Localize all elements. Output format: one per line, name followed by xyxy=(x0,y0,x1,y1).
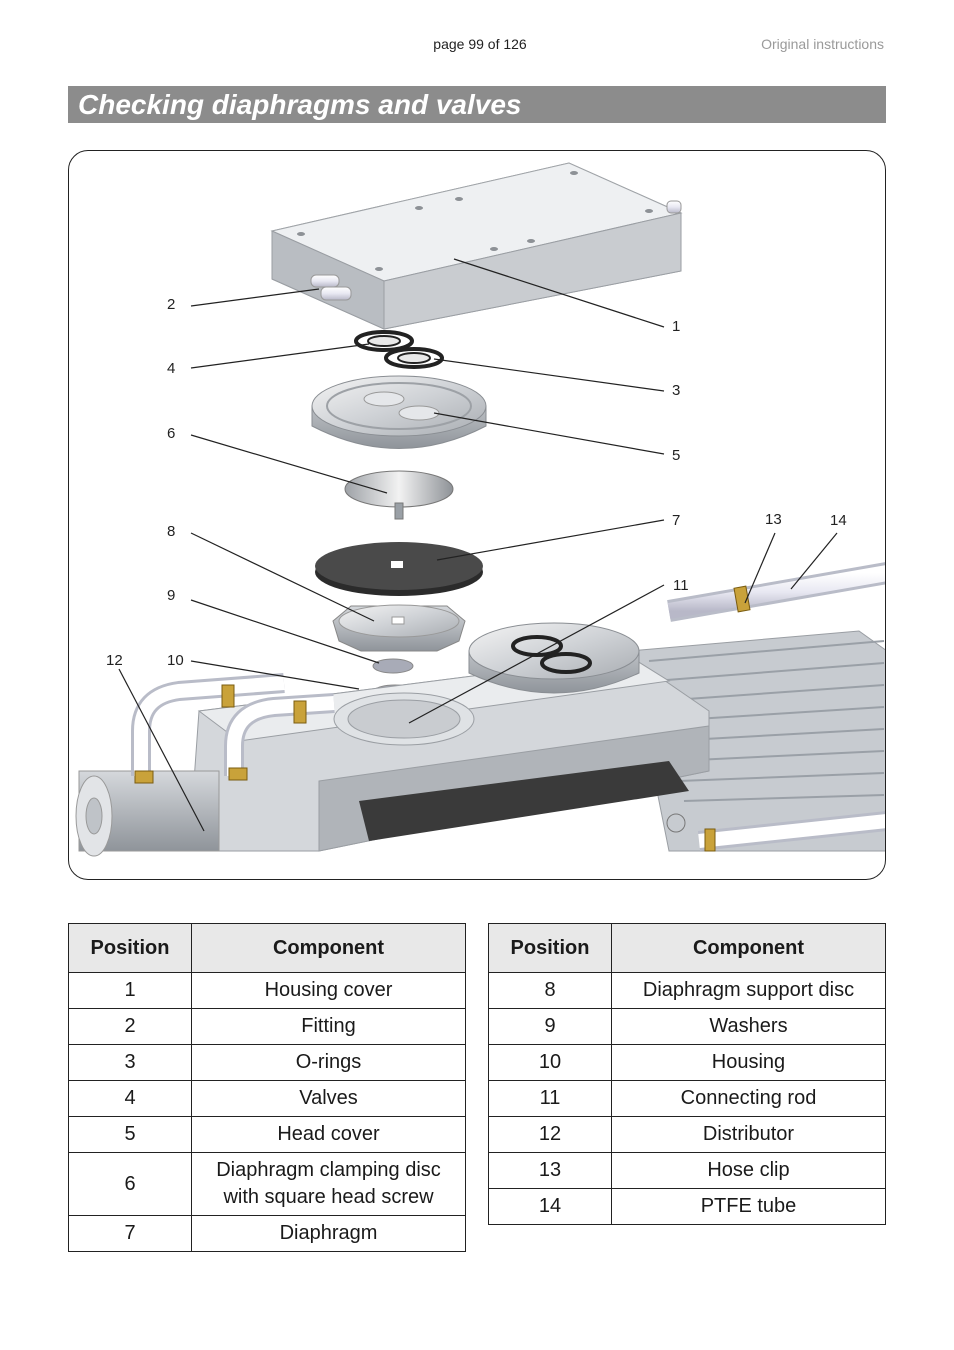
callout-7: 7 xyxy=(672,512,680,529)
position-cell: 9 xyxy=(488,1008,612,1045)
callout-8: 8 xyxy=(167,523,175,540)
callout-9: 9 xyxy=(167,587,175,604)
callout-3: 3 xyxy=(672,382,680,399)
section-title: Checking diaphragms and valves xyxy=(78,89,522,120)
component-header: Component xyxy=(191,923,466,973)
table-header-row: Position Component xyxy=(68,923,466,973)
position-cell: 13 xyxy=(488,1152,612,1189)
component-cell: Washers xyxy=(611,1008,886,1045)
head-cover-part xyxy=(311,375,487,449)
callout-10: 10 xyxy=(167,652,184,669)
component-cell: Diaphragm clamping disc with square head… xyxy=(191,1152,466,1216)
component-cell: Head cover xyxy=(191,1116,466,1153)
pump-body-part xyxy=(75,562,885,857)
page-number: page 99 of 126 xyxy=(433,36,527,52)
housing-cover-part xyxy=(270,162,683,330)
position-cell: 10 xyxy=(488,1044,612,1081)
position-cell: 6 xyxy=(68,1152,192,1216)
callout-5: 5 xyxy=(672,447,680,464)
position-cell: 14 xyxy=(488,1188,612,1225)
document-note: Original instructions xyxy=(761,36,884,52)
component-cell: Connecting rod xyxy=(611,1080,886,1117)
component-cell: Diaphragm xyxy=(191,1215,466,1252)
position-cell: 2 xyxy=(68,1008,192,1045)
clamping-disc-part xyxy=(344,470,454,520)
position-header: Position xyxy=(68,923,192,973)
table-header-row: Position Component xyxy=(488,923,886,973)
position-cell: 8 xyxy=(488,972,612,1009)
position-cell: 11 xyxy=(488,1080,612,1117)
position-cell: 4 xyxy=(68,1080,192,1117)
callout-4: 4 xyxy=(167,360,175,377)
callout-2: 2 xyxy=(167,296,175,313)
diaphragm-part xyxy=(315,542,483,596)
support-disc-part xyxy=(332,604,466,652)
component-header: Component xyxy=(611,923,886,973)
exploded-view-illustration: 1 2 3 4 5 6 7 8 9 10 11 12 13 14 xyxy=(75,162,885,857)
valves-and-orings-part xyxy=(354,330,444,369)
component-cell: Distributor xyxy=(611,1116,886,1153)
leader-lines xyxy=(118,258,838,832)
position-cell: 5 xyxy=(68,1116,192,1153)
callout-13: 13 xyxy=(765,511,782,528)
position-cell: 3 xyxy=(68,1044,192,1081)
callout-1: 1 xyxy=(672,318,680,335)
callout-12: 12 xyxy=(106,652,123,669)
component-cell: Housing cover xyxy=(191,972,466,1009)
component-cell: Valves xyxy=(191,1080,466,1117)
section-title-bar: Checking diaphragms and valves xyxy=(68,86,886,123)
component-cell: Diaphragm support disc xyxy=(611,972,886,1009)
position-cell: 7 xyxy=(68,1215,192,1252)
callout-14: 14 xyxy=(830,512,847,529)
component-cell: Fitting xyxy=(191,1008,466,1045)
component-cell: Hose clip xyxy=(611,1152,886,1189)
position-header: Position xyxy=(488,923,612,973)
callout-11: 11 xyxy=(673,577,689,594)
position-cell: 12 xyxy=(488,1116,612,1153)
component-cell: PTFE tube xyxy=(611,1188,886,1225)
component-cell: O-rings xyxy=(191,1044,466,1081)
callout-6: 6 xyxy=(167,425,175,442)
exploded-view-figure: 1 2 3 4 5 6 7 8 9 10 11 12 13 14 xyxy=(68,150,886,880)
component-cell: Housing xyxy=(611,1044,886,1081)
position-cell: 1 xyxy=(68,972,192,1009)
